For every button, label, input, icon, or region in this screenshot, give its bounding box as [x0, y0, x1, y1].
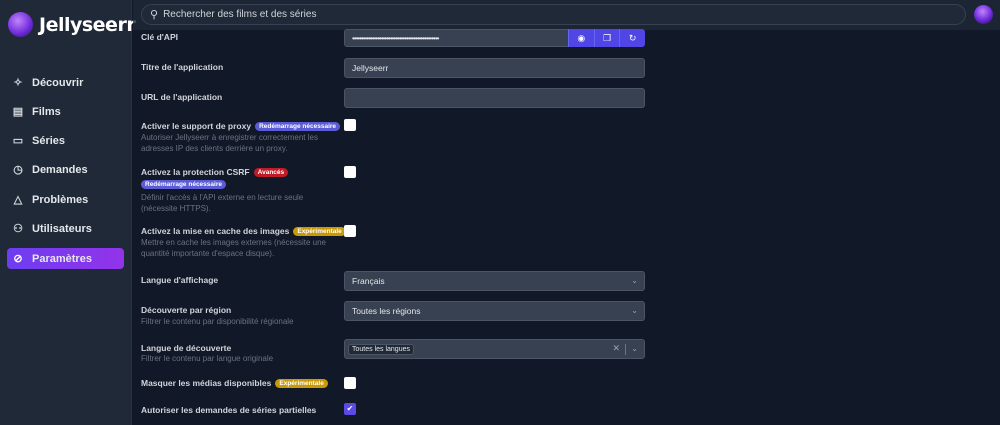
region-value: Toutes les régions [352, 306, 421, 316]
chevron-down-icon: ⌄ [631, 306, 638, 315]
display-lang-label: Langue d'affichage [141, 275, 219, 285]
hide-key-button[interactable]: ◉ [568, 29, 594, 47]
sidebar-item-label: Découvrir [32, 76, 84, 89]
clear-icon[interactable]: ✕ [612, 343, 620, 353]
warning-icon: △ [13, 194, 23, 206]
display-lang-select[interactable]: Français ⌄ [344, 271, 645, 291]
discover-lang-select[interactable]: Toutes les langues ✕ ⌄ [344, 339, 645, 359]
sidebar-item-movies[interactable]: ▤ Films [7, 101, 124, 122]
sparkles-icon: ✧ [13, 77, 23, 89]
refresh-icon: ↻ [628, 32, 637, 43]
region-label: Découverte par région [141, 305, 232, 315]
hide-available-label-text: Masquer les médias disponibles [141, 378, 272, 388]
tv-icon: ▭ [12, 135, 24, 147]
search-input[interactable]: Rechercher des films et des séries [163, 9, 317, 20]
search-icon: ⚲ [150, 9, 159, 21]
csrf-description: Définir l'accès à l'API externe en lectu… [141, 193, 304, 213]
api-key-actions: ◉ ❐ ↻ [568, 29, 645, 47]
sidebar-item-discover[interactable]: ✧ Découvrir [7, 72, 124, 93]
sidebar-item-series[interactable]: ▭ Séries [7, 130, 124, 151]
check-icon: ✔ [346, 404, 354, 413]
region-select[interactable]: Toutes les régions ⌄ [344, 301, 645, 321]
search-bar[interactable]: ⚲ Rechercher des films et des séries [141, 4, 966, 25]
image-cache-label-text: Activez la mise en cache des images [141, 226, 290, 236]
display-lang-value: Français [352, 276, 385, 286]
jellyfish-logo-icon [8, 12, 33, 37]
avatar[interactable] [974, 5, 993, 24]
api-key-label: Clé d'API [141, 32, 178, 42]
csrf-label-text: Activez la protection CSRF [141, 167, 250, 177]
regenerate-key-button[interactable]: ↻ [619, 29, 645, 47]
sidebar-item-label: Films [32, 105, 61, 118]
clipboard-icon: ❐ [602, 32, 612, 43]
hide-available-checkbox[interactable] [344, 377, 356, 389]
sidebar-item-label: Utilisateurs [32, 222, 92, 235]
clock-icon: ◷ [13, 164, 23, 176]
sidebar-item-settings[interactable]: ⊘ Paramètres [7, 248, 124, 269]
app-url-label: URL de l'application [141, 92, 223, 102]
restart-badge: Redémarrage nécessaire [141, 180, 226, 189]
api-key-input[interactable]: ••••••••••••••••••••••••••••••••••••••••… [344, 29, 569, 47]
advanced-badge: Avancés [253, 167, 289, 177]
experimental-badge: Expérimentale [293, 226, 346, 236]
chevron-down-icon[interactable]: ⌄ [631, 344, 638, 353]
chevron-down-icon: ⌄ [631, 276, 638, 285]
csrf-badges: Redémarrage nécessaire [141, 180, 226, 189]
image-cache-description: Mettre en cache les images externes (néc… [141, 238, 326, 258]
eye-off-icon: ◉ [577, 32, 586, 43]
copy-key-button[interactable]: ❐ [593, 29, 620, 47]
experimental-badge: Expérimentale [275, 378, 328, 388]
sidebar-item-issues[interactable]: △ Problèmes [7, 189, 124, 210]
app-title-label: Titre de l'application [141, 62, 224, 72]
app-url-input[interactable] [344, 88, 645, 108]
app-name: Jellyseerr [39, 13, 136, 36]
app-title-input[interactable]: Jellyseerr [344, 58, 645, 78]
csrf-checkbox[interactable] [344, 166, 356, 178]
film-icon: ▤ [12, 106, 24, 118]
language-chip: Toutes les langues [348, 343, 414, 355]
partial-requests-label: Autoriser les demandes de séries partiel… [141, 405, 317, 415]
proxy-checkbox[interactable] [344, 119, 356, 131]
sidebar-item-label: Problèmes [32, 193, 89, 206]
settings-icon: ⊘ [13, 253, 23, 265]
discover-lang-description: Filtrer le contenu par langue originale [141, 354, 274, 363]
sidebar-item-label: Paramètres [32, 252, 92, 265]
proxy-label-text: Activer le support de proxy [141, 121, 252, 131]
restart-badge: Redémarrage nécessaire [255, 121, 341, 131]
sidebar-item-requests[interactable]: ◷ Demandes [7, 159, 124, 180]
discover-lang-label: Langue de découverte [141, 343, 232, 353]
logo[interactable]: Jellyseerr [8, 12, 136, 37]
proxy-description: Autoriser Jellyseerr à enregistrer corre… [141, 133, 318, 153]
region-description: Filtrer le contenu par disponibilité rég… [141, 317, 294, 326]
sidebar-item-label: Séries [32, 134, 66, 147]
image-cache-checkbox[interactable] [344, 225, 356, 237]
sidebar-item-users[interactable]: ⚇ Utilisateurs [7, 218, 124, 239]
users-icon: ⚇ [13, 223, 23, 235]
partial-requests-checkbox[interactable]: ✔ [344, 403, 356, 415]
sidebar: Jellyseerr ✧ Découvrir ▤ Films ▭ Séries ◷ De… [0, 0, 136, 425]
separator [625, 344, 626, 355]
sidebar-item-label: Demandes [32, 163, 88, 176]
